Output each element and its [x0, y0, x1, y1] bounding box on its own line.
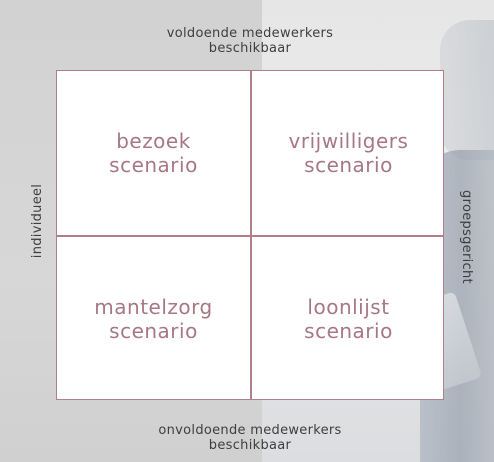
- quadrant-bottom-right-line2: scenario: [304, 319, 393, 343]
- axis-label-top-line2: beschikbaar: [208, 41, 292, 56]
- axis-label-top-line1: voldoende medewerkers: [166, 26, 334, 41]
- quadrant-top-left: bezoek scenario: [57, 71, 250, 235]
- quadrant-top-right-line2: scenario: [304, 153, 393, 177]
- quadrant-bottom-right: loonlijst scenario: [252, 237, 445, 401]
- horizontal-divider: [57, 235, 443, 237]
- quadrant-grid: bezoek scenario vrijwilligers scenario m…: [56, 70, 444, 400]
- quadrant-top-right-line1: vrijwilligers: [288, 129, 409, 153]
- background-person-head: [440, 20, 494, 160]
- quadrant-top-left-line2: scenario: [109, 153, 198, 177]
- axis-label-bottom: onvoldoende medewerkers beschikbaar: [140, 423, 360, 453]
- axis-label-bottom-line1: onvoldoende medewerkers: [158, 423, 342, 438]
- axis-label-right: groepsgericht: [459, 190, 474, 284]
- axis-label-left: individueel: [30, 183, 45, 259]
- quadrant-bottom-right-line1: loonlijst: [307, 295, 390, 319]
- quadrant-bottom-left-line1: mantelzorg: [94, 295, 213, 319]
- axis-label-top: voldoende medewerkers beschikbaar: [150, 26, 350, 56]
- quadrant-bottom-left-line2: scenario: [109, 319, 198, 343]
- axis-label-bottom-line2: beschikbaar: [208, 438, 292, 453]
- quadrant-top-left-line1: bezoek: [116, 129, 191, 153]
- quadrant-top-right: vrijwilligers scenario: [252, 71, 445, 235]
- quadrant-bottom-left: mantelzorg scenario: [57, 237, 250, 401]
